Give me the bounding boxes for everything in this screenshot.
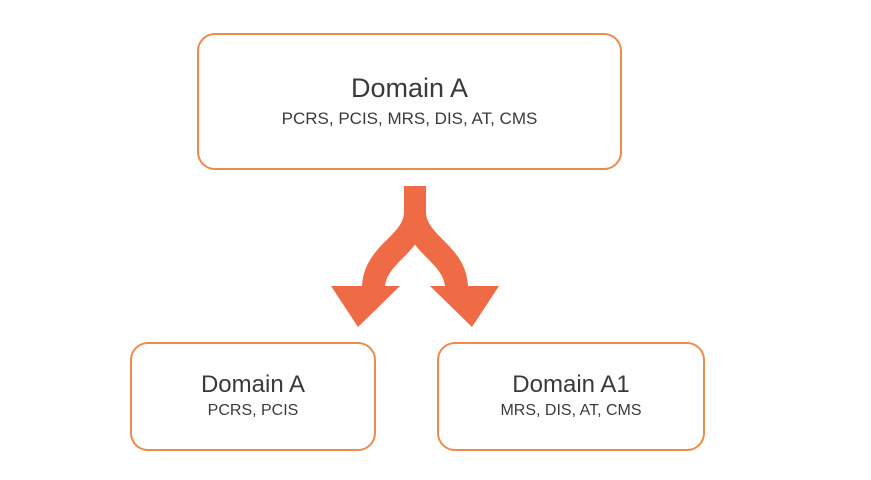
split-arrow-left-branch xyxy=(362,186,426,286)
target-domain-box-a1: Domain A1 MRS, DIS, AT, CMS xyxy=(437,342,705,451)
target-domain-a1-modules: MRS, DIS, AT, CMS xyxy=(500,402,642,420)
source-domain-box: Domain A PCRS, PCIS, MRS, DIS, AT, CMS xyxy=(197,33,622,170)
target-domain-box-a: Domain A PCRS, PCIS xyxy=(130,342,376,451)
target-domain-a-modules: PCRS, PCIS xyxy=(207,402,299,420)
split-arrow-left-head xyxy=(331,286,400,327)
split-arrow-right-branch xyxy=(404,186,468,286)
source-domain-title: Domain A xyxy=(350,72,469,103)
target-domain-a1-title: Domain A1 xyxy=(512,370,630,398)
target-domain-a-title: Domain A xyxy=(200,370,306,398)
source-domain-modules: PCRS, PCIS, MRS, DIS, AT, CMS xyxy=(281,108,538,128)
split-arrow-right-head xyxy=(430,286,499,327)
